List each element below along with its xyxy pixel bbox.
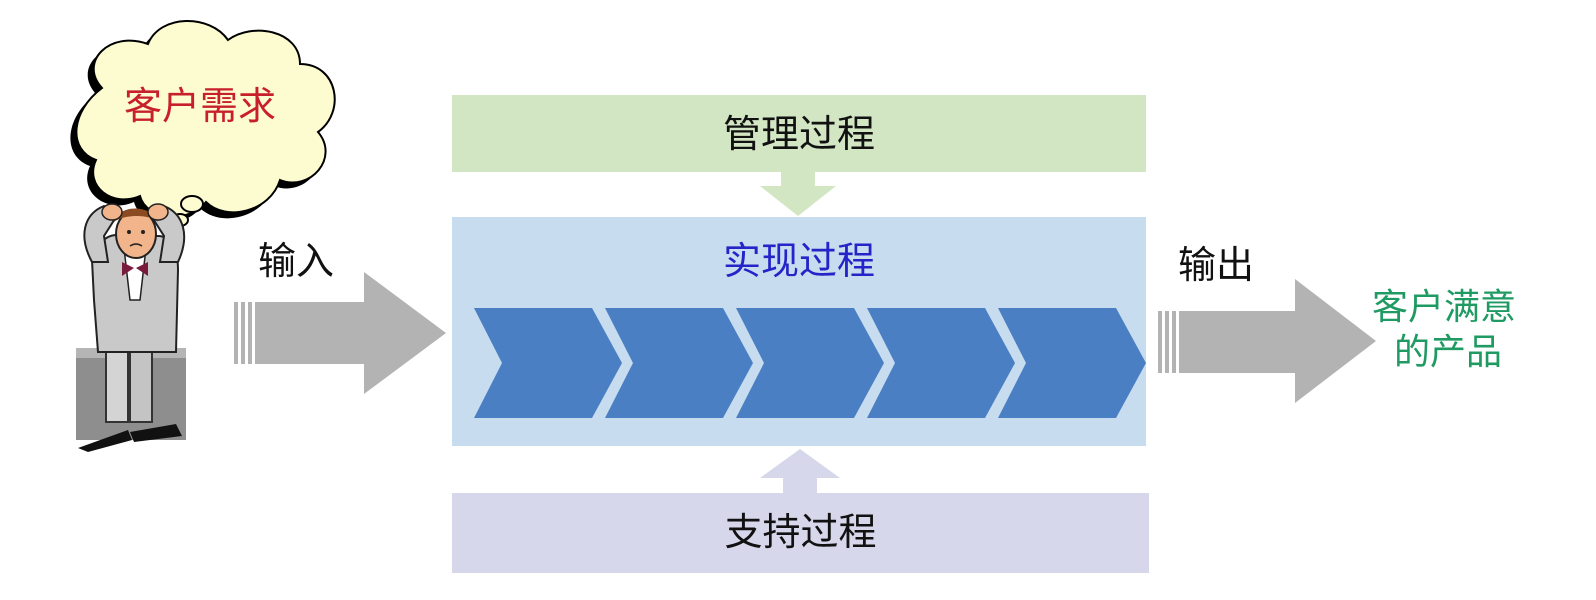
process-chevron-5: [998, 308, 1146, 418]
support-process-box: [452, 493, 1149, 573]
management-process-label: 管理过程: [722, 112, 875, 156]
customer-demand-label: 客户需求: [124, 84, 277, 128]
satisfied-product-label-line1: 客户满意: [1372, 287, 1517, 328]
management-down-arrow: [760, 172, 836, 216]
support-up-arrow: [760, 449, 840, 493]
process-chevron-2: [605, 308, 753, 418]
worried-man-icon: [76, 203, 186, 452]
input-label: 输入: [258, 239, 335, 283]
process-chevron-4: [867, 308, 1015, 418]
output-label: 输出: [1178, 243, 1255, 287]
support-process-label: 支持过程: [724, 510, 877, 554]
management-process-box: [452, 95, 1146, 172]
thought-cloud: [70, 20, 336, 227]
process-chevrons: [474, 308, 1146, 418]
output-arrow: [1158, 279, 1376, 403]
input-arrow: [234, 272, 446, 394]
implementation-process-label: 实现过程: [722, 239, 875, 283]
satisfied-product-label-line2: 的产品: [1394, 332, 1503, 373]
process-chevron-3: [736, 308, 884, 418]
process-chevron-1: [474, 308, 622, 418]
